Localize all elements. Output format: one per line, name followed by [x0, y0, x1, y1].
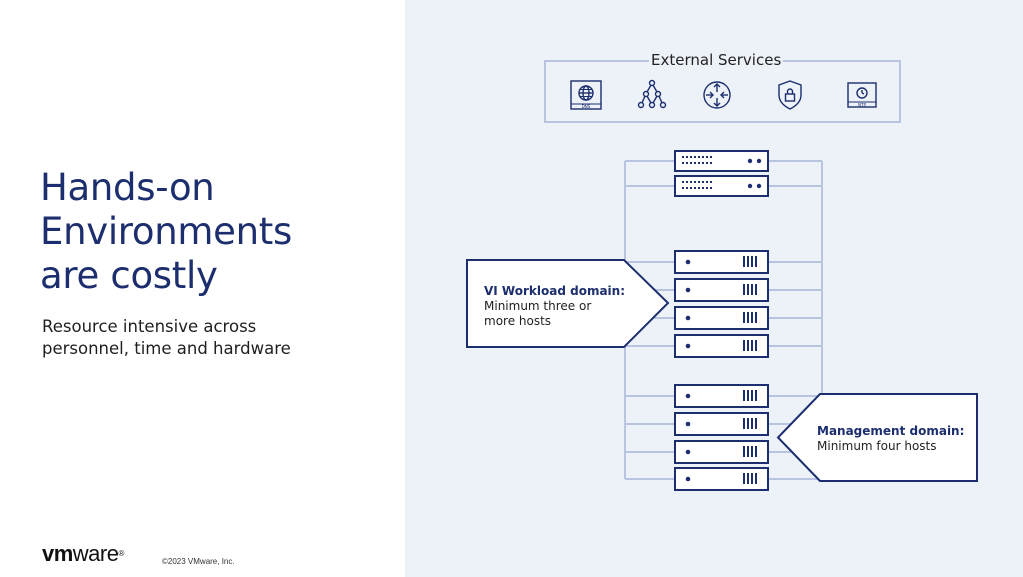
- title-line-2: Environments: [40, 210, 292, 253]
- logo-registered-mark: ®: [118, 549, 124, 558]
- network-switch: [674, 150, 769, 172]
- router-icon: [703, 81, 731, 109]
- server-host: [674, 440, 769, 464]
- management-callout: [776, 393, 978, 482]
- title-line-3: are costly: [40, 254, 218, 297]
- server-host: [674, 467, 769, 491]
- server-host: [674, 334, 769, 358]
- slide-subtitle: Resource intensive across personnel, tim…: [42, 316, 372, 360]
- external-services-frame: [544, 60, 901, 123]
- server-host: [674, 384, 769, 408]
- slide-title: Hands-on Environments are costly: [40, 166, 380, 298]
- management-callout-text: Management domain: Minimum four hosts: [817, 424, 964, 454]
- server-host: [674, 306, 769, 330]
- server-host: [674, 412, 769, 436]
- server-host: [674, 250, 769, 274]
- logo-bold-text: vm: [42, 541, 73, 566]
- dns-icon-caption: DNS: [582, 104, 591, 109]
- vi-workload-line-1: Minimum three or: [484, 299, 592, 313]
- vi-workload-heading: VI Workload domain:: [484, 284, 625, 298]
- dns-icon: [570, 80, 602, 110]
- network-tree-icon: [637, 79, 667, 109]
- subtitle-line-1: Resource intensive across: [42, 317, 257, 336]
- subtitle-line-2: personnel, time and hardware: [42, 339, 291, 358]
- ntp-icon-caption: NTP: [858, 103, 866, 108]
- external-services-label: External Services: [649, 51, 784, 69]
- vi-workload-line-2: more hosts: [484, 314, 552, 328]
- management-heading: Management domain:: [817, 424, 965, 438]
- management-line-1: Minimum four hosts: [817, 439, 937, 453]
- ntp-icon: [847, 82, 877, 108]
- vi-workload-callout-text: VI Workload domain: Minimum three or mor…: [484, 284, 625, 329]
- network-switch: [674, 175, 769, 197]
- vmware-logo: vmware®: [42, 542, 124, 566]
- copyright-notice: ©2023 VMware, Inc.: [162, 557, 235, 566]
- logo-regular-text: ware: [72, 541, 119, 566]
- title-line-1: Hands-on: [40, 166, 215, 209]
- server-host: [674, 278, 769, 302]
- vi-workload-callout: [466, 259, 670, 348]
- security-shield-icon: [778, 80, 802, 110]
